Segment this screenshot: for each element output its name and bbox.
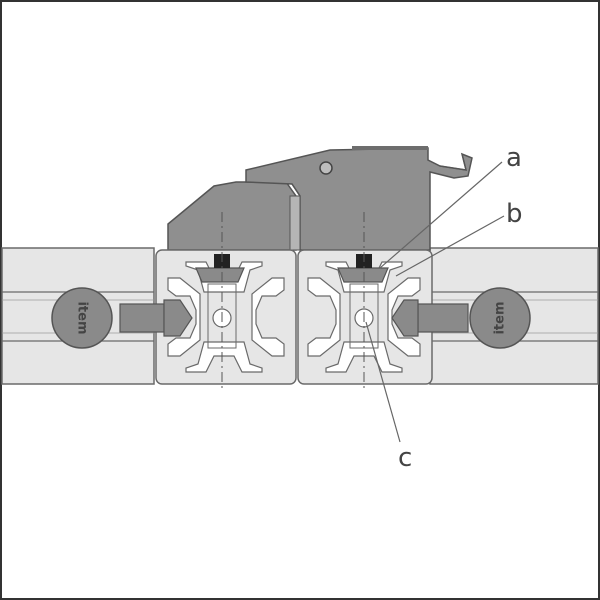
leader-a: [379, 161, 503, 269]
left-locking-bolt: [119, 299, 193, 337]
clamp-housing: [167, 146, 473, 251]
left-profile-section: [155, 212, 297, 392]
leader-b: [395, 215, 505, 277]
leader-c: [365, 321, 401, 443]
callout-c: c: [398, 443, 412, 473]
right-locking-bolt: [391, 299, 469, 337]
right-knob-logo: item: [493, 301, 508, 334]
left-knob-logo: item: [75, 301, 90, 334]
left-knob: item: [51, 287, 113, 349]
leader-lines: [365, 161, 505, 443]
right-knob: item: [469, 287, 531, 349]
right-profile-section: [297, 212, 433, 392]
callout-b: b: [506, 199, 523, 229]
callout-a: a: [506, 143, 522, 173]
